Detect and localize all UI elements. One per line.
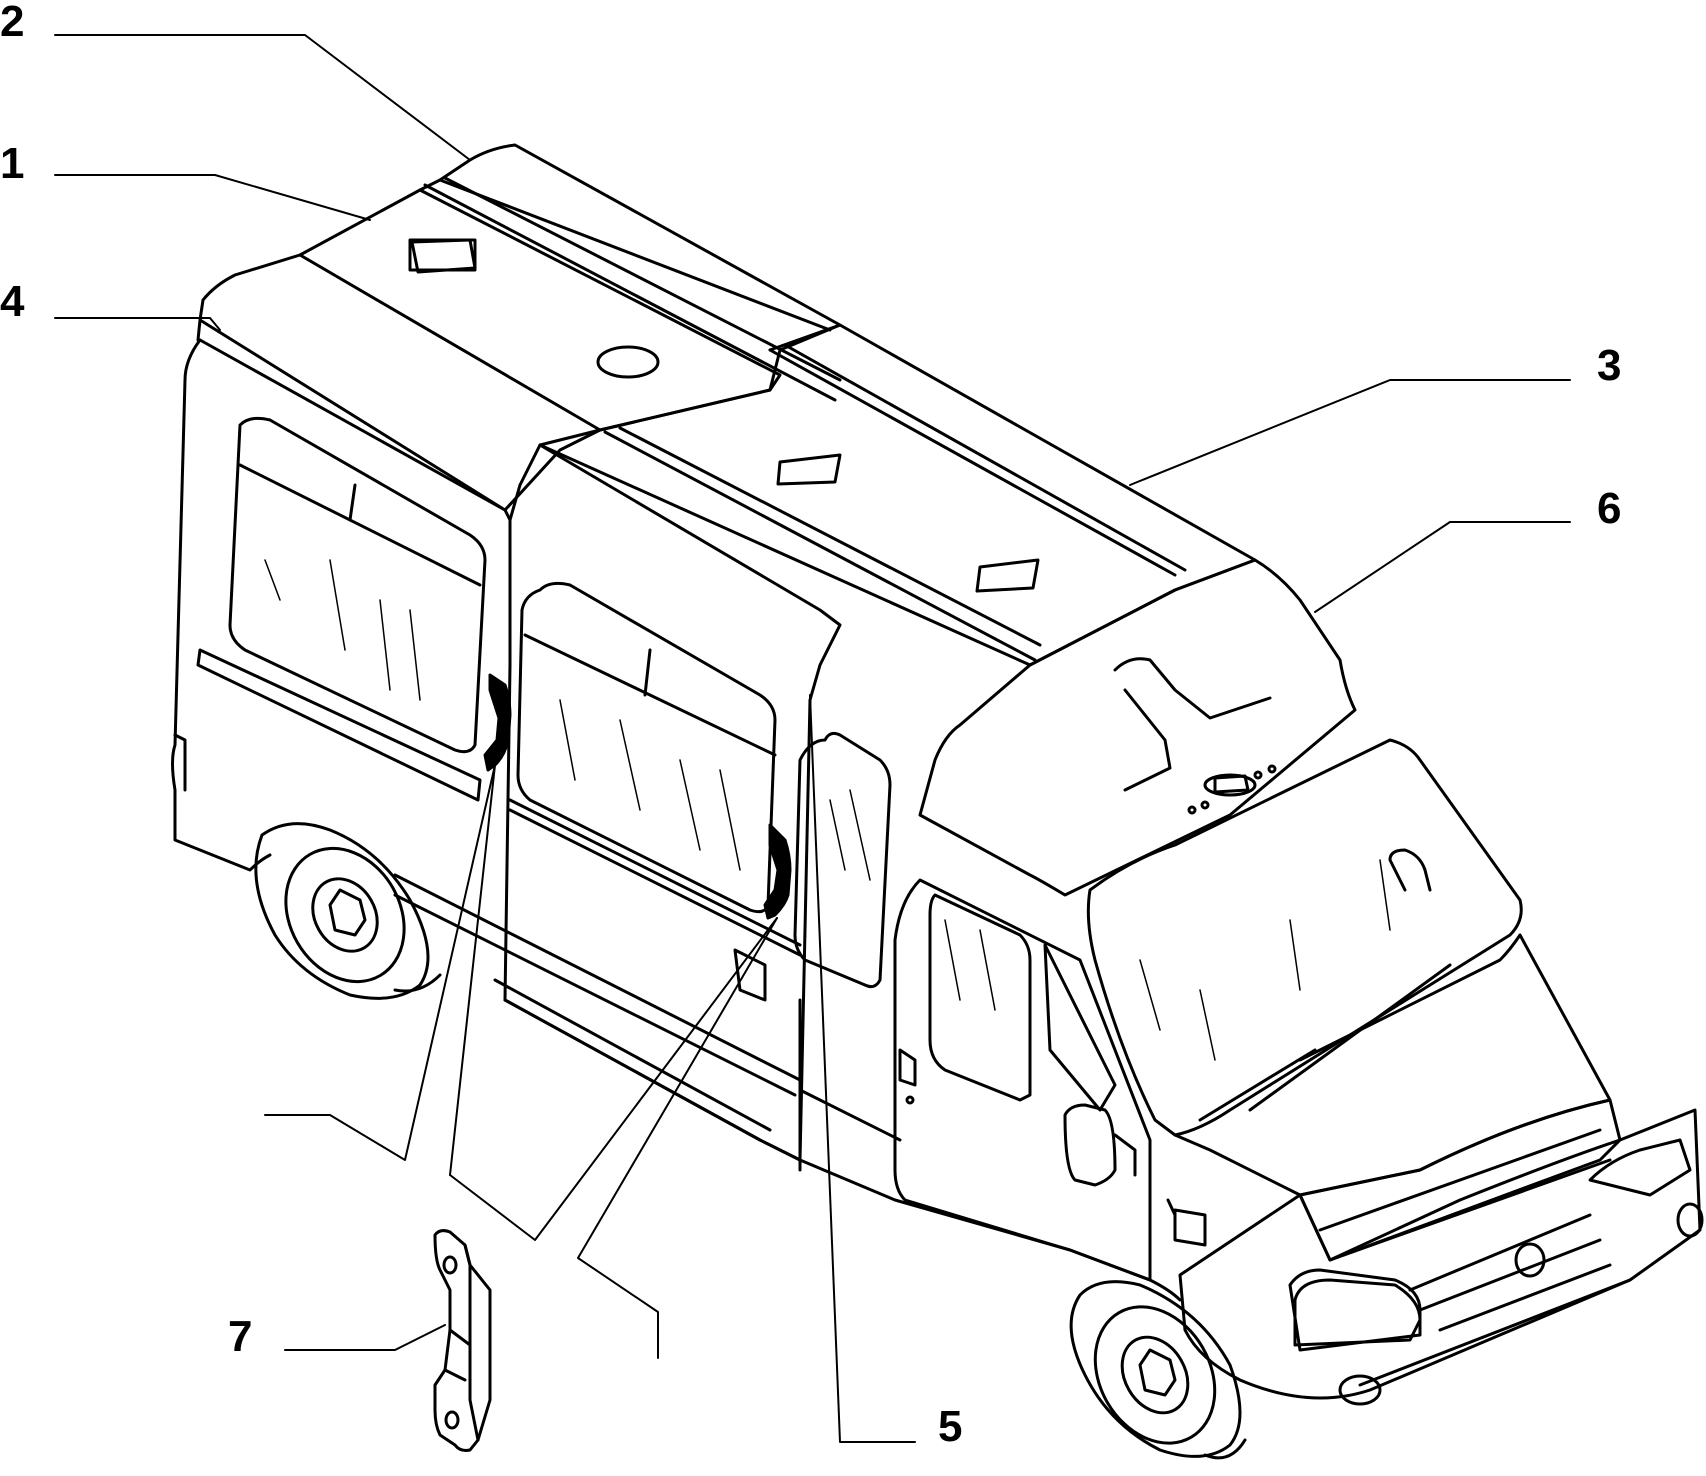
bracket-part <box>433 1229 492 1452</box>
middle-side-panel <box>493 443 842 1162</box>
leader-lines <box>54 34 1571 1443</box>
leader-3 <box>1129 379 1571 486</box>
grille <box>1298 1098 1622 1332</box>
windshield <box>1086 738 1523 1137</box>
rear-window <box>228 416 487 754</box>
front-bumper <box>1178 1108 1704 1406</box>
leader-7 <box>284 1324 446 1351</box>
leader-1 <box>54 174 371 221</box>
roof-panel-3 <box>538 323 1257 667</box>
weatherstrip-left <box>483 673 512 772</box>
hood <box>1173 848 1612 1197</box>
front-side-window <box>793 731 892 989</box>
rear-wheel <box>254 822 442 1000</box>
leader-4 <box>54 317 221 331</box>
roof-panel-2 <box>298 178 832 432</box>
leader-6 <box>1314 521 1571 613</box>
headlight <box>1293 1278 1422 1347</box>
callout-4: 4 <box>0 277 25 326</box>
front-wheel <box>1069 1280 1247 1460</box>
callout-5: 5 <box>938 1402 963 1451</box>
callout-1: 1 <box>0 139 25 188</box>
roof-front-panel <box>918 558 1357 897</box>
callout-3: 3 <box>1597 341 1622 390</box>
cab-door <box>893 878 1207 1282</box>
callout-7: 7 <box>228 1312 253 1361</box>
weatherstrip-right <box>763 823 792 920</box>
side-handle <box>733 948 767 1002</box>
roof-hatch-round <box>596 345 660 379</box>
sliding-door-window <box>516 581 777 914</box>
leader-2 <box>54 34 471 161</box>
rear-side-panel <box>171 338 512 1002</box>
callout-2: 2 <box>0 0 25 46</box>
callout-6: 6 <box>1597 484 1622 533</box>
side-mirror <box>1063 1103 1137 1187</box>
roof-panel-1 <box>423 143 842 402</box>
roof-panel-rear <box>196 253 602 512</box>
leader-5 <box>809 694 916 1443</box>
